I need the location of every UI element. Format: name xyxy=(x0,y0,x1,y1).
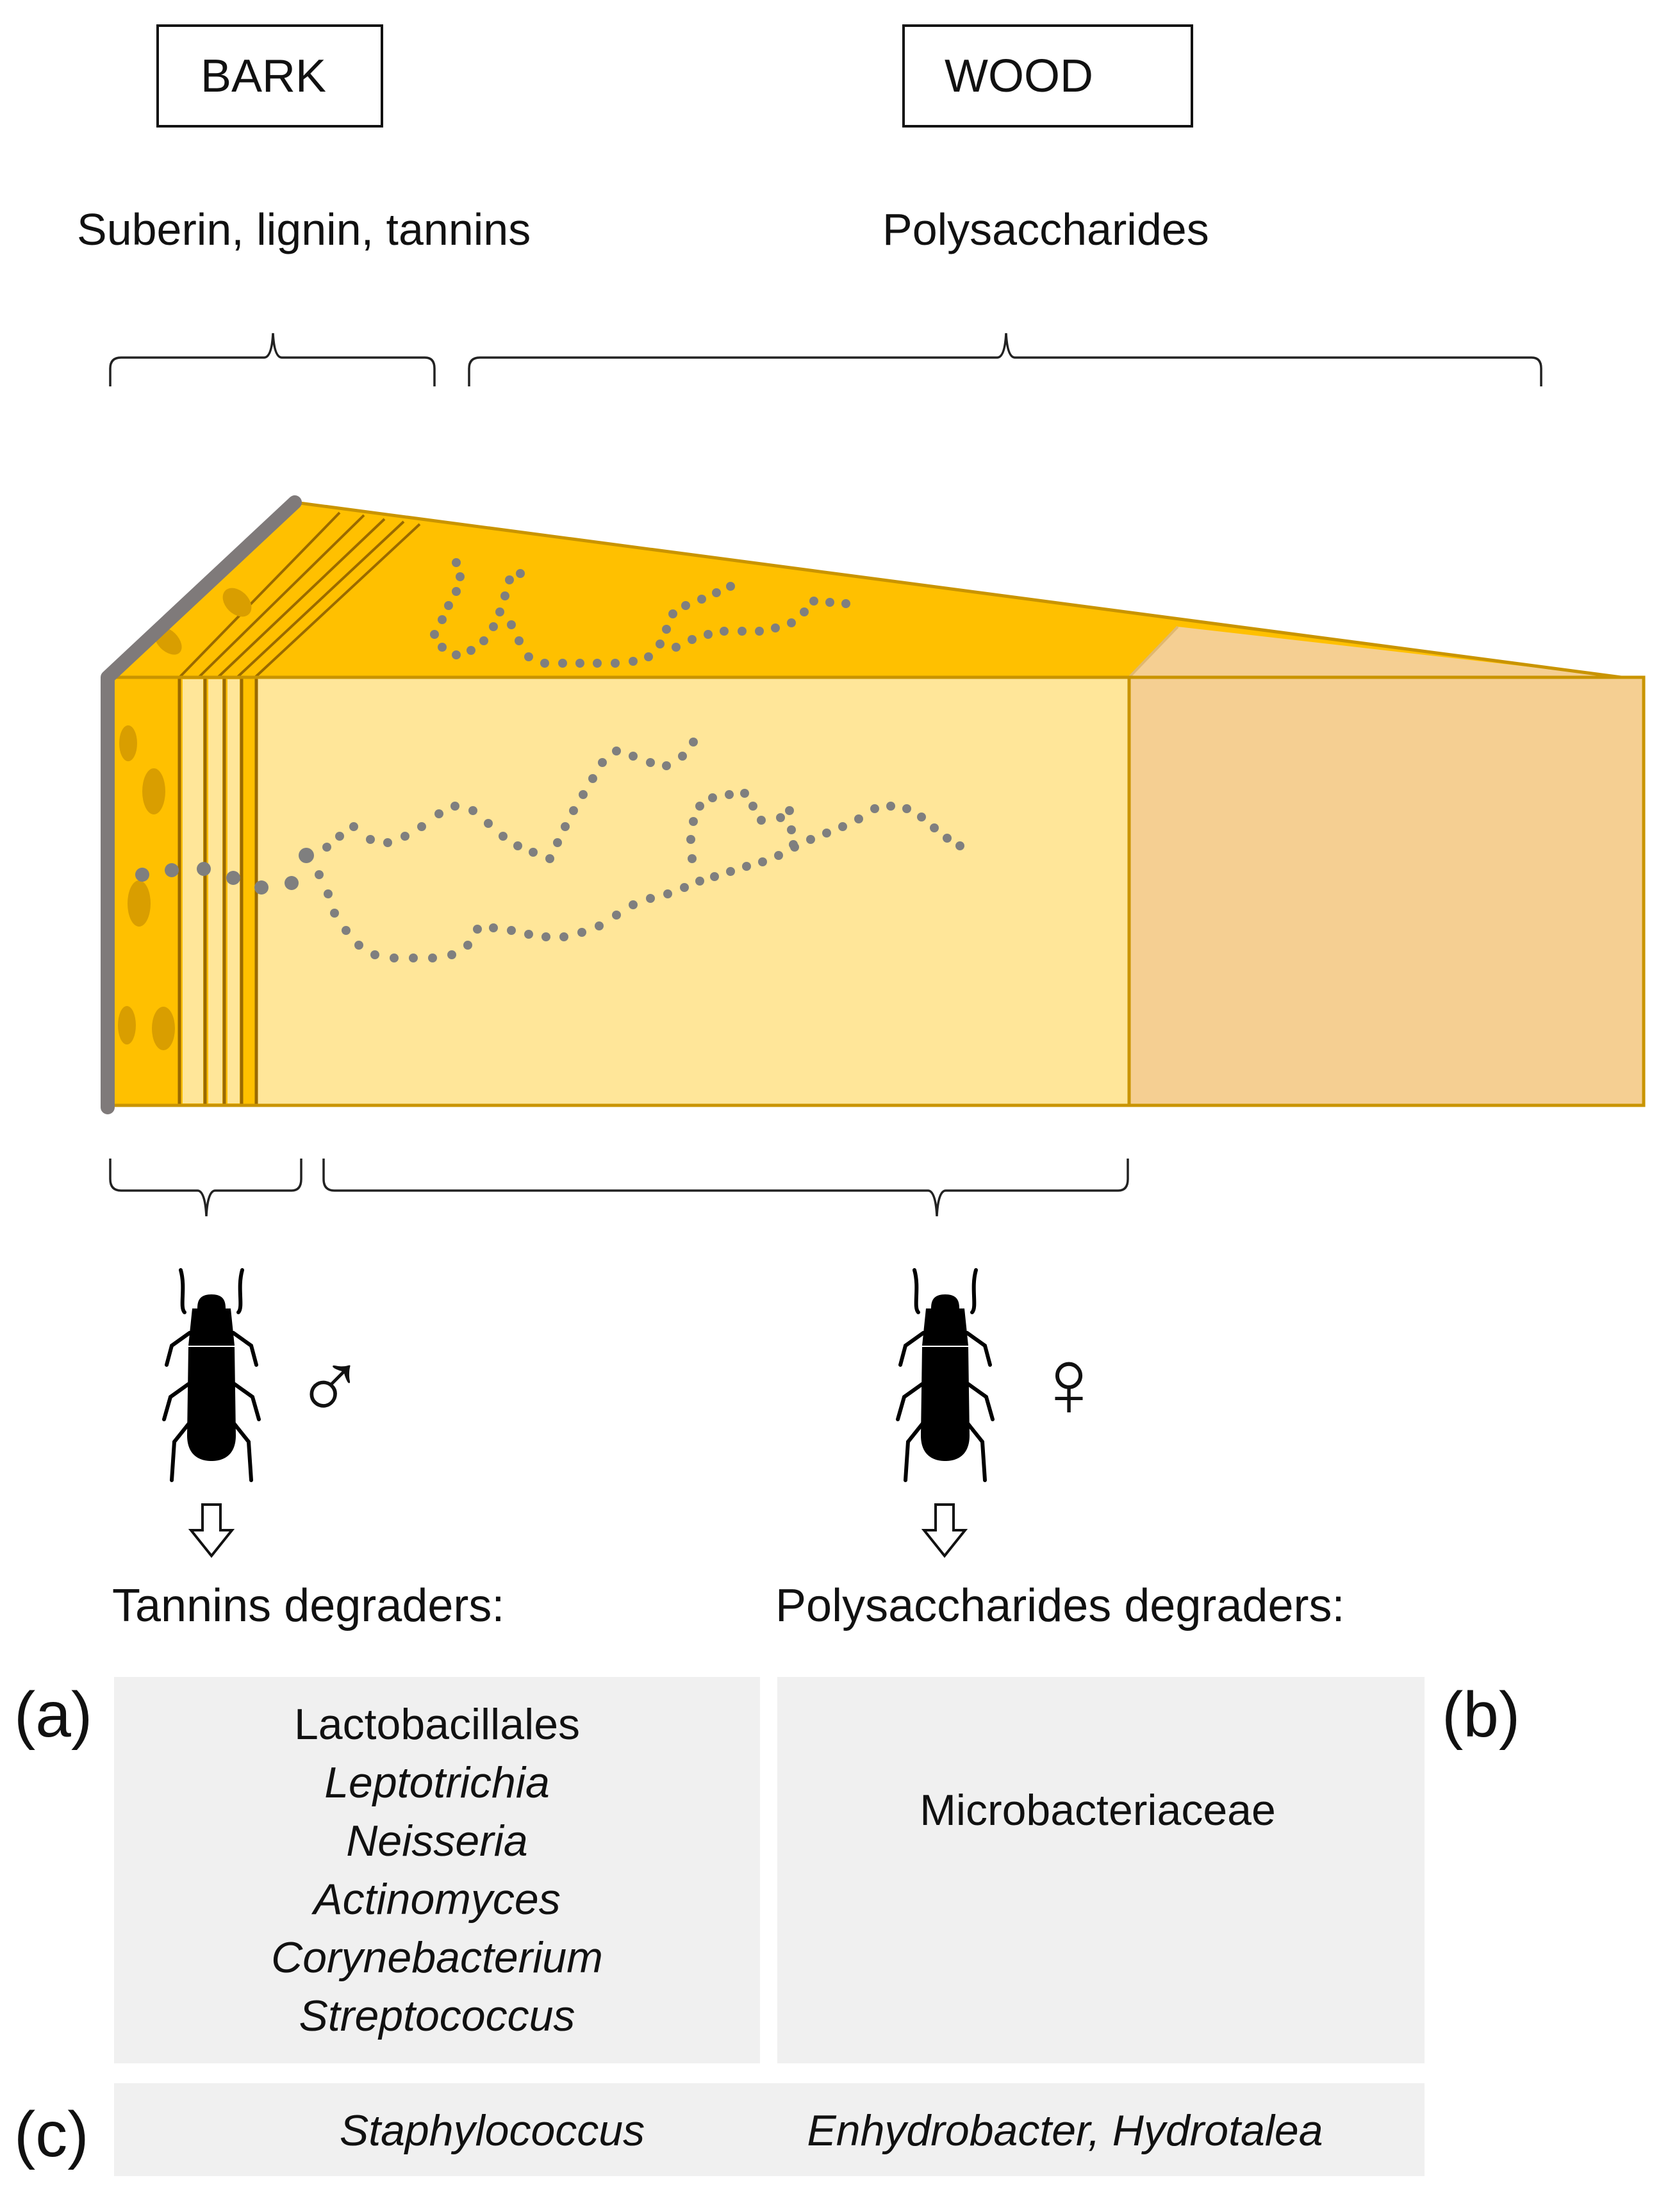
gallery-front-face xyxy=(135,738,964,962)
taxon-a-2: Neisseria xyxy=(346,1817,527,1865)
bark-outer-edge xyxy=(101,495,302,1114)
taxon-b-0: Microbacteriaceae xyxy=(920,1786,1276,1835)
sapwood-front-face xyxy=(256,677,1129,1105)
female-symbol: ♀ xyxy=(1033,1329,1105,1437)
taxon-a-1: Leptotrichia xyxy=(324,1758,550,1807)
top-back-edge xyxy=(294,500,1622,679)
panel-b-label: (b) xyxy=(1442,1679,1520,1751)
female-beetle-icon xyxy=(898,1270,993,1480)
heartwood-front-face xyxy=(1129,677,1644,1105)
wood-block xyxy=(101,495,1646,1114)
bark-header: BARK xyxy=(156,24,383,128)
front-ring-fills xyxy=(183,679,240,1103)
taxon-a-0: Lactobacillales xyxy=(294,1700,580,1749)
taxon-a-4: Corynebacterium xyxy=(271,1933,603,1982)
sapwood-lower-brace xyxy=(322,1159,1129,1217)
top-ring-lines xyxy=(178,511,421,679)
taxon-a-3: Actinomyces xyxy=(311,1875,560,1924)
bark-label-box xyxy=(156,24,383,128)
gallery-top-face xyxy=(430,558,850,668)
polysaccharides-degraders-heading: Polysaccharides degraders: xyxy=(775,1580,1344,1631)
bark-lower-brace xyxy=(109,1159,302,1217)
male-symbol: ♂ xyxy=(294,1332,367,1440)
wood-header: WOOD xyxy=(902,24,1193,128)
wood-block-top-face xyxy=(108,502,1621,677)
down-arrow-icon xyxy=(188,1503,235,1558)
heartwood-top-edge xyxy=(1128,625,1179,679)
bark-upper-brace xyxy=(109,333,436,386)
panel-a-label: (a) xyxy=(14,1679,92,1751)
panel-c xyxy=(114,2083,1425,2176)
wood-label: WOOD xyxy=(945,51,1093,102)
male-beetle-icon xyxy=(164,1270,259,1480)
bark-compounds-label: Suberin, lignin, tannins xyxy=(77,204,531,254)
bark-lenticels xyxy=(118,588,252,1050)
panel-a xyxy=(114,1677,760,2063)
wood-upper-brace xyxy=(468,333,1542,386)
taxon-a-5: Streptococcus xyxy=(299,1992,575,2040)
taxon-c-right: Enhydrobacter, Hydrotalea xyxy=(807,2106,1323,2155)
bark-label: BARK xyxy=(201,51,326,102)
panel-c-label: (c) xyxy=(14,2099,89,2170)
taxon-c-left: Staphylococcus xyxy=(340,2106,645,2155)
wood-label-box xyxy=(902,24,1193,128)
tannins-degraders-heading: Tannins degraders: xyxy=(112,1580,504,1631)
down-arrow-icon xyxy=(921,1503,968,1558)
wood-compounds-label: Polysaccharides xyxy=(882,204,1209,254)
heartwood-top-face xyxy=(1129,627,1621,677)
panel-b xyxy=(777,1677,1425,2063)
